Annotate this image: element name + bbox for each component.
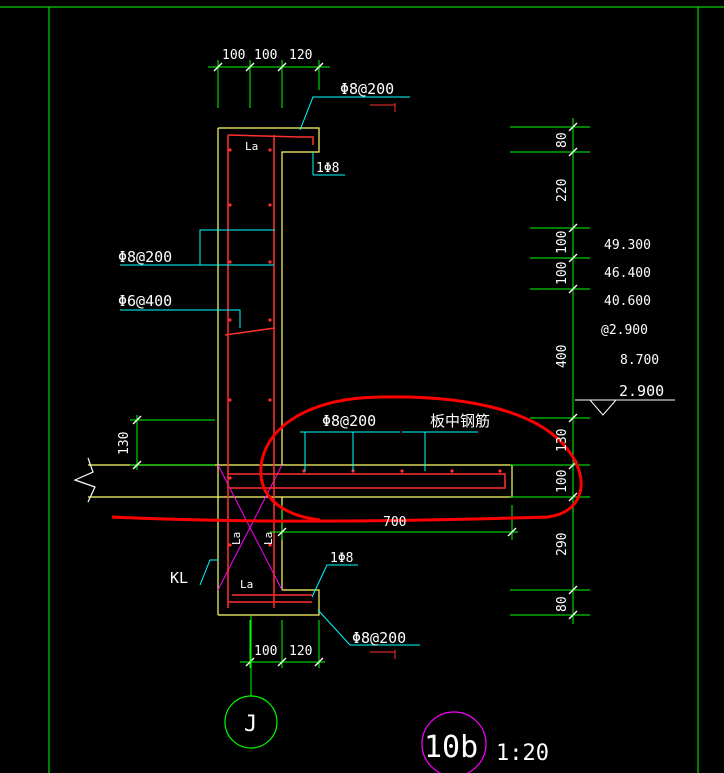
leader-ticks bbox=[370, 103, 396, 659]
la-left: La bbox=[230, 532, 243, 545]
la-bottom: La bbox=[240, 578, 253, 591]
rebar-dot bbox=[228, 260, 232, 264]
leader-lines bbox=[120, 96, 478, 646]
elevation-3: 40.600 bbox=[604, 294, 651, 309]
rebar-dot bbox=[268, 148, 272, 152]
la-right: La bbox=[262, 532, 275, 545]
vertical-bar-label: Φ8@200 bbox=[118, 248, 172, 266]
right-dim-290: 290 bbox=[555, 533, 570, 556]
markup-circle bbox=[111, 395, 583, 523]
right-dim-80-bottom: 80 bbox=[555, 596, 570, 612]
slab-bar-label: Φ8@200 bbox=[322, 412, 376, 430]
rebar-dot bbox=[268, 398, 272, 402]
slab-note-label: 板中钢筋 bbox=[430, 412, 490, 430]
rebar-dot bbox=[450, 469, 454, 473]
dimension-ticks bbox=[132, 62, 578, 667]
rebar-dot bbox=[268, 203, 272, 207]
right-dim-400: 400 bbox=[555, 345, 570, 368]
top-bar-label: Φ8@200 bbox=[340, 80, 394, 98]
left-dim-130: 130 bbox=[117, 432, 132, 455]
right-dim-130: 130 bbox=[555, 429, 570, 452]
right-dim-100-c: 100 bbox=[555, 470, 570, 493]
elevation-4: @2.900 bbox=[601, 323, 648, 338]
elevation-1: 49.300 bbox=[604, 238, 651, 253]
level-mark: 2.900 bbox=[619, 382, 664, 400]
corner-bar-bottom-label: 1Φ8 bbox=[330, 551, 353, 566]
elevation-5: 8.700 bbox=[620, 353, 659, 368]
axis-label: J bbox=[244, 712, 257, 737]
detail-scale: 1:20 bbox=[496, 741, 549, 766]
right-dim-220: 220 bbox=[555, 179, 570, 202]
la-top: La bbox=[245, 140, 258, 153]
rebar-dot bbox=[498, 469, 502, 473]
elevation-2: 46.400 bbox=[604, 266, 651, 281]
rebar-dot bbox=[228, 398, 232, 402]
bottom-bar-label: Φ8@200 bbox=[352, 629, 406, 647]
rebar-dot bbox=[400, 469, 404, 473]
rebar-lines bbox=[224, 134, 506, 608]
rebar-dot bbox=[228, 543, 232, 547]
rebar-dot bbox=[228, 148, 232, 152]
right-dim-100-a: 100 bbox=[555, 231, 570, 254]
rebar-dot bbox=[268, 318, 272, 322]
bottom-dim-1: 100 bbox=[254, 644, 277, 659]
top-dim-2: 100 bbox=[254, 48, 277, 63]
slab-length: 700 bbox=[383, 515, 406, 530]
rebar-dot bbox=[228, 318, 232, 322]
top-dim-1: 100 bbox=[222, 48, 245, 63]
dimension-lines bbox=[130, 60, 590, 668]
rebar-dot bbox=[228, 476, 232, 480]
tie-bar-label: Φ6@400 bbox=[118, 292, 172, 310]
right-dim-80-top: 80 bbox=[555, 132, 570, 148]
right-dim-100-b: 100 bbox=[555, 262, 570, 285]
bottom-dim-2: 120 bbox=[289, 644, 312, 659]
corner-bar-top-label: 1Φ8 bbox=[316, 161, 339, 176]
rebar-dot bbox=[228, 203, 232, 207]
drawing-frame bbox=[0, 6, 724, 773]
wall-outline bbox=[73, 127, 513, 616]
top-dim-3: 120 bbox=[289, 48, 312, 63]
detail-bubble bbox=[421, 711, 487, 773]
level-marker bbox=[575, 399, 675, 416]
rebar-dot bbox=[268, 260, 272, 264]
rebar-dots bbox=[228, 148, 502, 547]
beam-label: KL bbox=[170, 569, 188, 587]
detail-id: 10b bbox=[424, 730, 478, 765]
rebar-dot bbox=[268, 543, 272, 547]
